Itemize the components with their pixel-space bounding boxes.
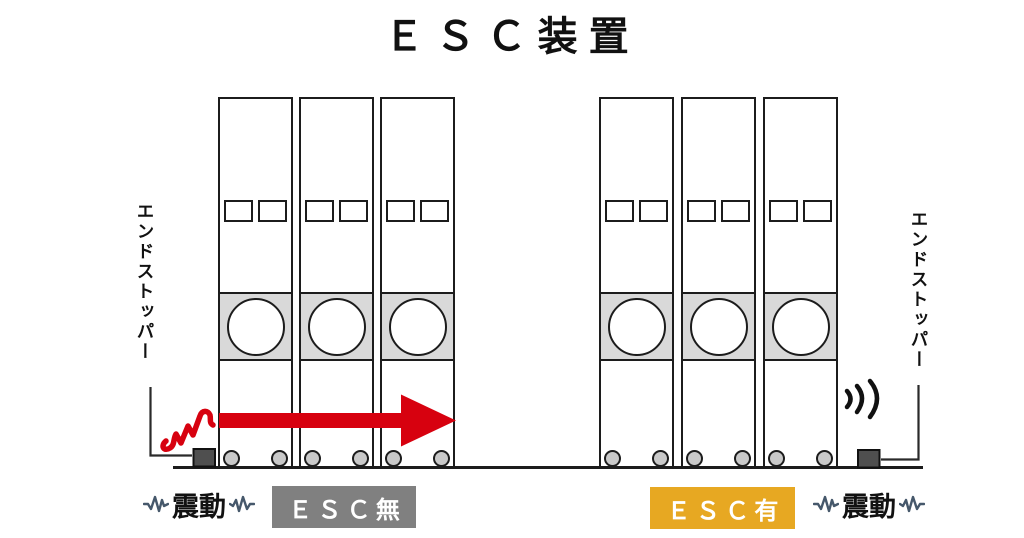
vibration-label-text: 震動 bbox=[172, 491, 226, 522]
wave-arc-small bbox=[844, 388, 853, 410]
badge-esc-with: ＥＳＣ有 bbox=[650, 487, 795, 529]
vent-row bbox=[386, 200, 449, 222]
roller-band bbox=[382, 292, 453, 361]
vent-panel bbox=[639, 200, 668, 222]
vibration-label-left: 震動 bbox=[143, 485, 255, 523]
vibration-pulse-icon bbox=[813, 495, 839, 513]
cabinet bbox=[599, 97, 674, 467]
vent-panel bbox=[769, 200, 798, 222]
roller bbox=[307, 297, 366, 356]
roller-band bbox=[683, 292, 754, 361]
vent-panel bbox=[339, 200, 368, 222]
impact-scribble-icon bbox=[160, 408, 216, 453]
vibration-pulse-icon bbox=[143, 495, 169, 513]
vibration-pulse-icon bbox=[899, 495, 925, 513]
vent-panel bbox=[687, 200, 716, 222]
end-stopper-label-left: エンドストッパー bbox=[135, 202, 155, 362]
roller-band bbox=[765, 292, 836, 361]
vent-panel bbox=[224, 200, 253, 222]
roller-band bbox=[220, 292, 291, 361]
vent-panel bbox=[386, 200, 415, 222]
end-stopper-pointer-line-left bbox=[149, 387, 192, 457]
vent-row bbox=[605, 200, 668, 222]
vent-row bbox=[224, 200, 287, 222]
roller bbox=[607, 297, 666, 356]
wave-arc-medium bbox=[854, 383, 865, 415]
vibration-pulse-icon bbox=[229, 495, 255, 513]
vent-panel bbox=[605, 200, 634, 222]
vent-row bbox=[305, 200, 368, 222]
vent-panel bbox=[420, 200, 449, 222]
vent-panel bbox=[803, 200, 832, 222]
badge-esc-without: ＥＳＣ無 bbox=[272, 486, 416, 528]
vent-row bbox=[687, 200, 750, 222]
end-stopper-label-right: エンドストッパー bbox=[909, 210, 929, 370]
vibration-label-right: 震動 bbox=[813, 485, 925, 523]
roller bbox=[689, 297, 748, 356]
roller bbox=[226, 297, 285, 356]
roller-band bbox=[601, 292, 672, 361]
end-stopper-block-right bbox=[857, 449, 881, 469]
end-stopper-pointer-line-right bbox=[881, 385, 920, 461]
vent-row bbox=[769, 200, 832, 222]
wave-arc-large bbox=[867, 378, 880, 420]
cabinet bbox=[763, 97, 838, 467]
cabinet bbox=[299, 97, 374, 467]
vent-panel bbox=[305, 200, 334, 222]
page-title: ＥＳＣ装置 bbox=[384, 15, 640, 59]
end-stopper-block-left bbox=[192, 448, 216, 468]
roller-band bbox=[301, 292, 372, 361]
vent-panel bbox=[258, 200, 287, 222]
cabinet bbox=[218, 97, 293, 467]
roller bbox=[388, 297, 447, 356]
vibration-label-text: 震動 bbox=[842, 491, 896, 522]
damped-waves-icon bbox=[844, 378, 880, 420]
slide-arrow-icon bbox=[219, 394, 456, 447]
roller bbox=[771, 297, 830, 356]
vent-panel bbox=[721, 200, 750, 222]
